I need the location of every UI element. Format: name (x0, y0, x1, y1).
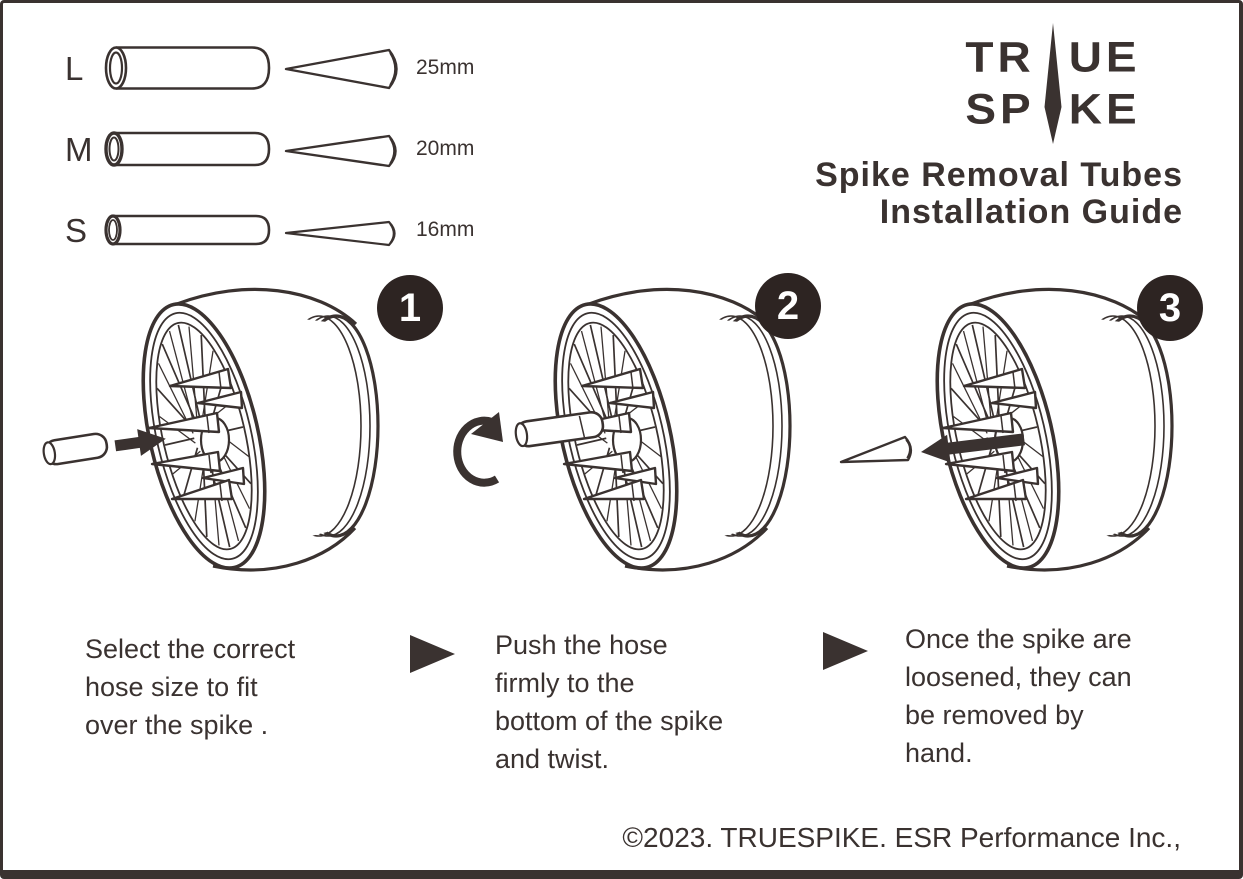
wheel-illustration (915, 289, 1172, 579)
size-value-small: 16mm (416, 218, 475, 241)
size-label-small: S (65, 211, 88, 249)
tube-small-icon (104, 214, 271, 246)
size-value-large: 25mm (416, 56, 475, 79)
page-title: Spike Removal Tubes Installation Guide (815, 157, 1183, 231)
step-1-caption: Select the correct hose size to fit over… (85, 634, 296, 740)
step-2-caption: Push the hose firmly to the bottom of th… (495, 630, 724, 774)
hose-on-spike-icon (514, 410, 605, 448)
truespike-logo: TR UE SP KE (923, 23, 1183, 144)
push-right-arrow-icon (114, 429, 166, 456)
hose-tube-icon (42, 432, 109, 466)
copyright-text: ©2023. TRUESPIKE. ESR Performance Inc., (622, 822, 1181, 853)
size-label-large: L (65, 49, 84, 87)
logo-text-tr: TR (965, 33, 1035, 81)
wheel-illustration (121, 289, 378, 579)
tube-large-icon (104, 46, 271, 90)
next-step-arrow-icon (410, 635, 455, 673)
step-3-figure (839, 266, 1206, 596)
tube-medium-icon (104, 131, 271, 167)
step-1-badge: 1 (377, 275, 443, 341)
tube-size-chart: L 25mm M (65, 39, 474, 282)
size-row-medium: M 20mm (65, 120, 474, 178)
title-line-2: Installation Guide (879, 193, 1183, 231)
size-row-large: L 25mm (65, 39, 474, 97)
remove-left-arrow-icon (921, 433, 1025, 463)
spike-glyph-icon (1044, 23, 1062, 144)
logo-text-ue: UE (1068, 33, 1141, 81)
removed-spike-icon (839, 435, 913, 464)
size-value-medium: 20mm (416, 137, 475, 160)
cone-medium-icon (284, 134, 397, 168)
logo-row-spike: SP KE (923, 85, 1183, 133)
step-2-figure (453, 266, 824, 596)
step-3-caption: Once the spike are loosened, they can be… (905, 624, 1132, 768)
logo-text-sp: SP (965, 85, 1035, 133)
twist-rotate-arrow-icon (453, 412, 503, 487)
brand-block: TR UE SP KE Spike Removal Tubes Installa… (815, 23, 1183, 231)
title-line-1: Spike Removal Tubes (815, 156, 1183, 194)
logo-row-true: TR UE (923, 33, 1183, 81)
logo-text-ke: KE (1068, 85, 1141, 133)
step-1-figure (42, 266, 412, 596)
step-1-number: 1 (398, 285, 422, 330)
size-label-medium: M (65, 130, 93, 168)
step-2-badge: 2 (755, 273, 821, 339)
cone-large-icon (284, 48, 398, 90)
next-step-arrow-icon (823, 632, 868, 670)
step-2-number: 2 (776, 283, 800, 328)
size-row-small: S 16mm (65, 201, 474, 259)
step-3-badge: 3 (1137, 275, 1203, 341)
cone-small-icon (284, 220, 396, 247)
step-3-number: 3 (1158, 285, 1182, 330)
